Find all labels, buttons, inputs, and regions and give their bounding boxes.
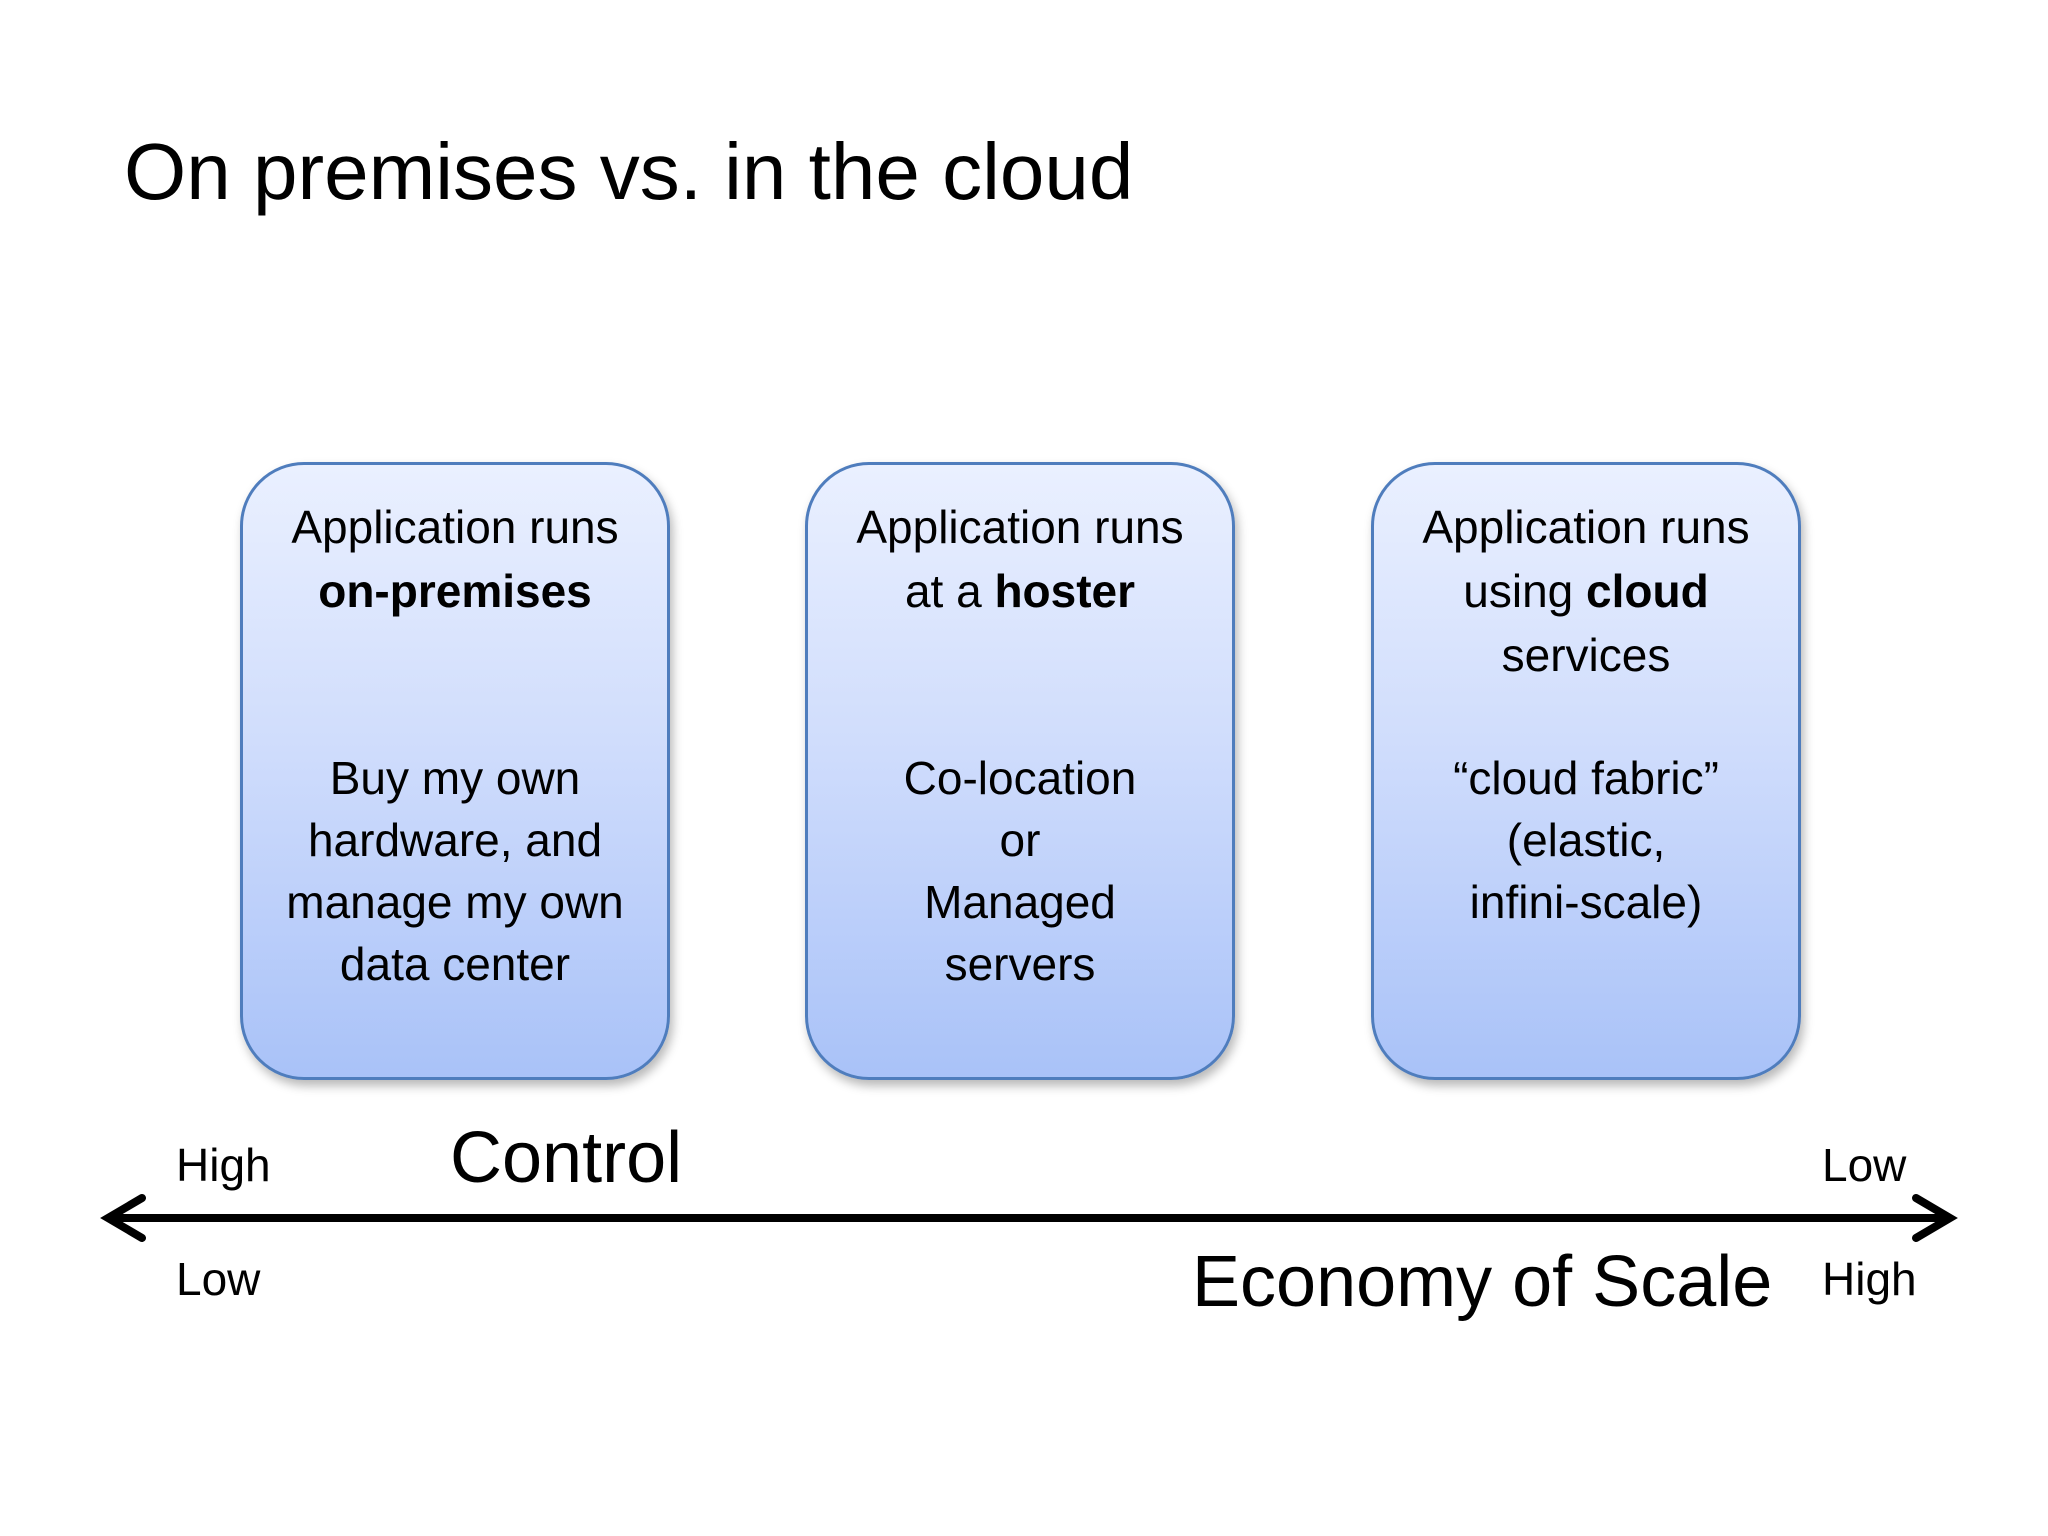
box-description-line: hardware, and [307, 814, 603, 866]
control-high-label: High [176, 1139, 271, 1191]
page-title: On premises vs. in the cloud [124, 127, 1134, 216]
box-heading-line: Application runs [808, 495, 1232, 559]
box-heading-line: Application runs [243, 495, 667, 559]
box-description-line: (elastic, [1506, 814, 1666, 866]
heading-text: Application runs [1422, 501, 1750, 553]
cloud-services-box: Application runs using cloud services “c… [1371, 462, 1801, 1080]
heading-text: Application runs [856, 501, 1184, 553]
on-premises-box: Application runs on-premises Buy my own … [240, 462, 670, 1080]
heading-emphasis: cloud [1586, 565, 1709, 617]
box-heading: Application runs using cloud services [1374, 495, 1798, 687]
heading-emphasis: on-premises [318, 565, 592, 617]
arrow-right-head [1912, 1194, 1958, 1242]
box-description-line: infini-scale) [1469, 876, 1703, 928]
box-description: “cloud fabric” (elastic, infini-scale) [1374, 747, 1798, 933]
box-description-line: or [999, 814, 1041, 866]
scale-low-label: Low [176, 1253, 261, 1305]
box-description-line: “cloud fabric” [1453, 752, 1719, 804]
box-description-line: Managed [924, 876, 1116, 928]
heading-text: Application runs [291, 501, 619, 553]
box-description-line: Co-location [903, 752, 1137, 804]
economy-of-scale-label: Economy of Scale [1192, 1242, 1773, 1322]
box-heading: Application runs at a hoster [808, 495, 1232, 623]
control-axis-label: Control [450, 1118, 683, 1198]
heading-text: using [1463, 565, 1587, 617]
heading-text: at a [904, 565, 995, 617]
box-description: Co-location or Managed servers [808, 747, 1232, 995]
box-description-line: data center [339, 938, 571, 990]
control-low-label: Low [1822, 1139, 1907, 1191]
box-heading-line: using cloud [1374, 559, 1798, 623]
box-description-line: Buy my own [329, 752, 581, 804]
hoster-box: Application runs at a hoster Co-location… [805, 462, 1235, 1080]
box-heading: Application runs on-premises [243, 495, 667, 623]
box-description: Buy my own hardware, and manage my own d… [243, 747, 667, 995]
heading-text: services [1501, 629, 1671, 681]
arrow-left-head [100, 1194, 146, 1242]
box-heading-line: on-premises [243, 559, 667, 623]
box-description-line: servers [944, 938, 1096, 990]
box-heading-line: at a hoster [808, 559, 1232, 623]
heading-emphasis: hoster [994, 565, 1136, 617]
box-description-line: manage my own [286, 876, 624, 928]
scale-high-label: High [1822, 1253, 1917, 1305]
box-heading-line: services [1374, 623, 1798, 687]
box-heading-line: Application runs [1374, 495, 1798, 559]
